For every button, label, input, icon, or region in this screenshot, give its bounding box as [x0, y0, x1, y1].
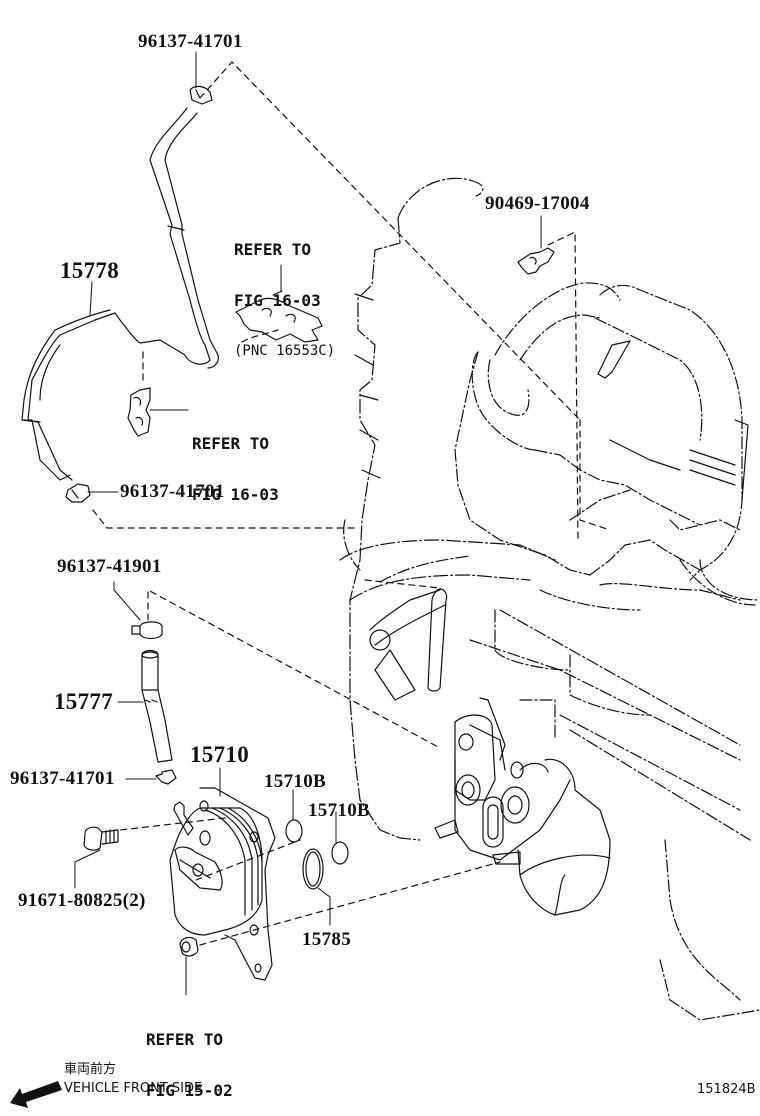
part-label-96137-41701-mid[interactable]: 96137-41701: [120, 481, 225, 502]
oil-cooler-15710: [170, 788, 275, 980]
part-label-15777[interactable]: 15777: [54, 689, 113, 714]
arrow-left-down-icon: [10, 1081, 62, 1108]
clip-16-03: [128, 388, 150, 436]
part-label-15785[interactable]: 15785: [302, 929, 351, 950]
part-label-15710[interactable]: 15710: [190, 742, 249, 767]
part-label-90469-17004[interactable]: 90469-17004: [485, 193, 590, 214]
ref-note-fig-16-03-clip[interactable]: REFER TO FIG 16-03: [192, 401, 279, 520]
ref-note-fig-15-02[interactable]: REFER TO FIG 15-02: [146, 997, 233, 1116]
ref-line-3: (PNC 16553C): [234, 343, 336, 359]
part-label-15710b-b[interactable]: 15710B: [308, 800, 370, 821]
part-label-96137-41901[interactable]: 96137-41901: [57, 556, 162, 577]
hose-15777: [142, 651, 172, 763]
ref-line-2: FIG 15-02: [146, 1081, 233, 1100]
gasket-15785-inner: [306, 852, 320, 886]
clamp-mid: [66, 484, 90, 502]
gasket-15785: [303, 849, 323, 889]
intake-pipe-assembly: [380, 283, 755, 610]
oring-15710b-b: [332, 842, 348, 864]
clamp-small: [156, 770, 176, 784]
part-label-15710b-a[interactable]: 15710B: [264, 771, 326, 792]
ref-line-2: FIG 16-03: [234, 291, 321, 310]
direction-label-english: VEHICLE FRONT SIDE: [64, 1081, 203, 1096]
part-label-96137-41701-small[interactable]: 96137-41701: [10, 768, 115, 789]
leader-lines: [75, 52, 541, 995]
clamp-top: [190, 86, 212, 104]
oring-15710b-a: [286, 820, 302, 842]
part-label-15778[interactable]: 15778: [60, 258, 119, 283]
bolt-91671: [84, 827, 118, 850]
figure-id: 151824B: [697, 1082, 756, 1097]
intake-pipe-stub: [598, 341, 748, 500]
dipstick-tube: [370, 589, 447, 700]
clip-90469: [518, 248, 554, 274]
hose-15778: [22, 108, 218, 480]
assembly-dashed-lines: [93, 62, 610, 945]
ref-line-1: REFER TO: [234, 240, 312, 259]
ref-line-1: REFER TO: [192, 434, 270, 453]
ref-line-1: REFER TO: [146, 1030, 224, 1049]
part-label-96137-41701-top[interactable]: 96137-41701: [138, 31, 243, 52]
oil-filter-body: [435, 698, 610, 915]
engine-ribs: [355, 294, 380, 478]
ref-note-fig-16-03-bracket[interactable]: REFER TO FIG 16-03 (PNC 16553C): [234, 207, 335, 377]
direction-label-japanese: 車両前方: [64, 1062, 117, 1077]
ref-line-2: FIG 16-03: [192, 485, 279, 504]
oil-filter-housing: [470, 560, 760, 1020]
engine-block-outline: [340, 178, 555, 840]
nut-15-02: [180, 938, 198, 956]
clamp-lower: [132, 622, 162, 639]
part-label-91671-80825[interactable]: 91671-80825(2): [18, 890, 146, 911]
